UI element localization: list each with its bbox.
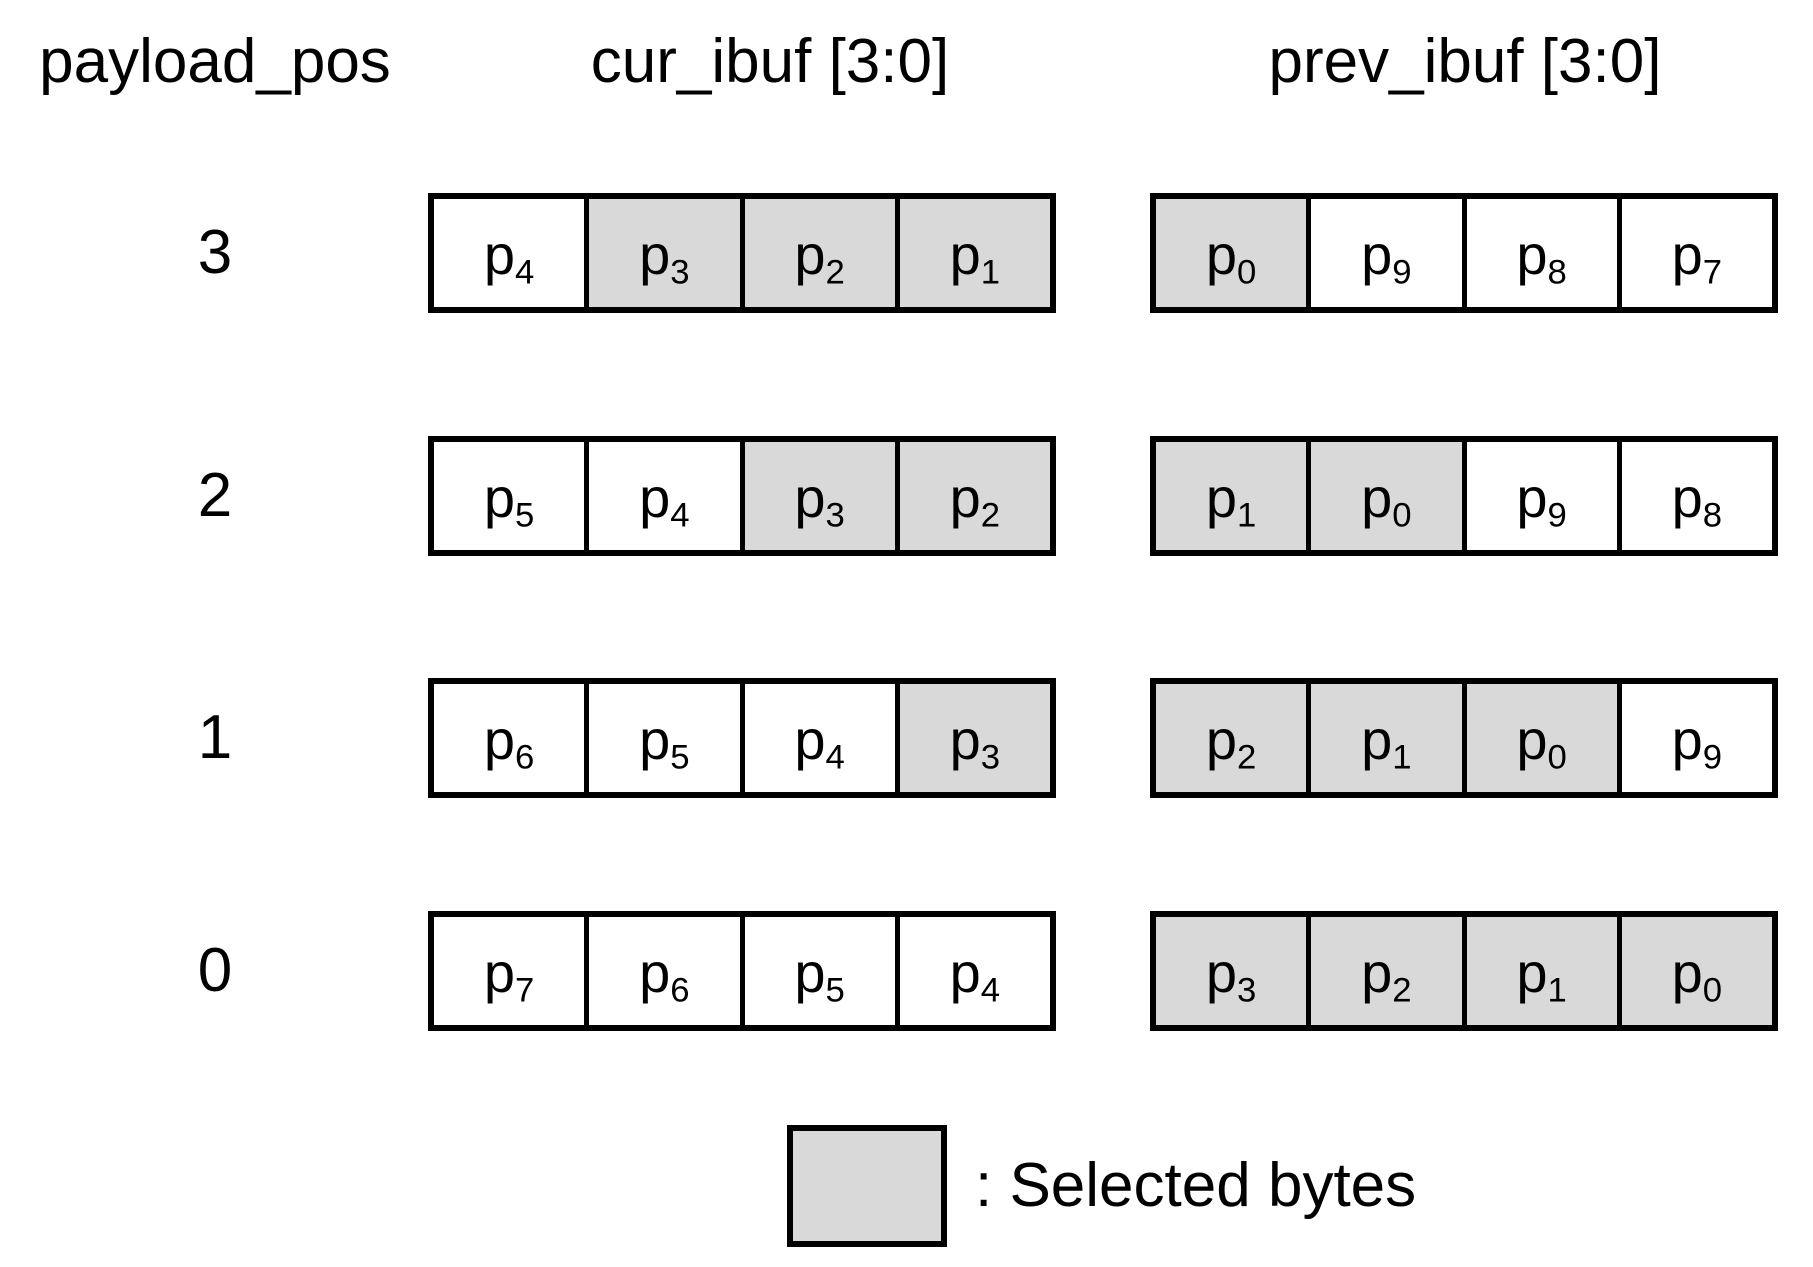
cur-ibuf-buffer: p7 p6 p5 p4 <box>428 911 1056 1031</box>
byte-label: p1 <box>1361 708 1412 777</box>
byte-cell-selected: p3 <box>739 442 895 550</box>
byte-cell-selected: p1 <box>1461 917 1617 1025</box>
buffer-row: 1 p6 p5 p4 p3 p2 p1 p0 p9 <box>0 678 1813 798</box>
prev-ibuf-buffer: p3 p2 p1 p0 <box>1150 911 1778 1031</box>
byte-cell: p4 <box>434 199 585 307</box>
byte-cell-selected: p2 <box>739 199 895 307</box>
byte-cell-selected: p2 <box>1156 684 1307 792</box>
payload-pos-value: 0 <box>197 936 233 1005</box>
byte-label: p6 <box>639 941 690 1010</box>
column-header-prev-ibuf: prev_ibuf [3:0] <box>1268 27 1662 96</box>
byte-label: p2 <box>1361 941 1412 1010</box>
byte-label: p0 <box>1205 223 1257 292</box>
byte-cell: p9 <box>1306 199 1462 307</box>
byte-label: p9 <box>1516 466 1567 535</box>
byte-cell-selected: p2 <box>1306 917 1462 1025</box>
legend-label: : Selected bytes <box>975 1151 1417 1220</box>
byte-label: p4 <box>949 941 1001 1010</box>
payload-pos-value: 2 <box>197 461 233 530</box>
byte-cell: p4 <box>584 442 740 550</box>
prev-ibuf-buffer: p0 p9 p8 p7 <box>1150 193 1778 313</box>
byte-label: p3 <box>1205 941 1257 1010</box>
byte-label: p7 <box>1671 223 1723 292</box>
byte-cell: p8 <box>1461 199 1617 307</box>
buffer-row: 2 p5 p4 p3 p2 p1 p0 p9 p8 <box>0 436 1813 556</box>
column-header-payload-pos: payload_pos <box>39 27 391 96</box>
byte-label: p4 <box>483 223 535 292</box>
byte-cell: p4 <box>894 917 1050 1025</box>
byte-cell-selected: p1 <box>894 199 1050 307</box>
prev-ibuf-buffer: p2 p1 p0 p9 <box>1150 678 1778 798</box>
byte-cell-selected: p0 <box>1156 199 1307 307</box>
byte-cell: p4 <box>739 684 895 792</box>
byte-label: p6 <box>483 708 535 777</box>
byte-cell: p6 <box>434 684 585 792</box>
byte-label: p3 <box>794 466 845 535</box>
byte-label: p2 <box>949 466 1001 535</box>
byte-cell: p8 <box>1616 442 1772 550</box>
byte-label: p5 <box>639 708 690 777</box>
byte-cell: p6 <box>584 917 740 1025</box>
byte-cell-selected: p0 <box>1461 684 1617 792</box>
byte-cell: p5 <box>584 684 740 792</box>
cur-ibuf-buffer: p4 p3 p2 p1 <box>428 193 1056 313</box>
byte-label: p2 <box>1205 708 1257 777</box>
column-header-cur-ibuf: cur_ibuf [3:0] <box>590 27 950 96</box>
byte-label: p1 <box>1516 941 1567 1010</box>
byte-label: p5 <box>483 466 535 535</box>
buffer-row: 3 p4 p3 p2 p1 p0 p9 p8 p7 <box>0 193 1813 313</box>
byte-label: p4 <box>794 708 845 777</box>
byte-cell-selected: p2 <box>894 442 1050 550</box>
byte-label: p7 <box>483 941 535 1010</box>
byte-label: p3 <box>639 223 690 292</box>
byte-label: p0 <box>1516 708 1567 777</box>
byte-cell: p5 <box>739 917 895 1025</box>
byte-cell-selected: p3 <box>584 199 740 307</box>
cur-ibuf-buffer: p5 p4 p3 p2 <box>428 436 1056 556</box>
byte-label: p8 <box>1516 223 1567 292</box>
byte-cell-selected: p0 <box>1306 442 1462 550</box>
byte-cell-selected: p0 <box>1616 917 1772 1025</box>
byte-label: p4 <box>639 466 690 535</box>
byte-label: p9 <box>1671 708 1723 777</box>
byte-cell: p7 <box>434 917 585 1025</box>
byte-label: p0 <box>1361 466 1412 535</box>
byte-cell: p7 <box>1616 199 1772 307</box>
byte-label: p1 <box>949 223 1001 292</box>
byte-cell: p9 <box>1461 442 1617 550</box>
byte-cell-selected: p1 <box>1306 684 1462 792</box>
byte-label: p3 <box>949 708 1001 777</box>
byte-cell: p9 <box>1616 684 1772 792</box>
legend-selected-swatch <box>787 1125 947 1247</box>
cur-ibuf-buffer: p6 p5 p4 p3 <box>428 678 1056 798</box>
byte-label: p5 <box>794 941 845 1010</box>
payload-pos-value: 3 <box>197 218 233 287</box>
byte-label: p1 <box>1205 466 1257 535</box>
byte-label: p2 <box>794 223 845 292</box>
byte-cell-selected: p3 <box>894 684 1050 792</box>
buffer-row: 0 p7 p6 p5 p4 p3 p2 p1 p0 <box>0 911 1813 1031</box>
byte-cell-selected: p3 <box>1156 917 1307 1025</box>
prev-ibuf-buffer: p1 p0 p9 p8 <box>1150 436 1778 556</box>
byte-label: p8 <box>1671 466 1723 535</box>
byte-label: p0 <box>1671 941 1723 1010</box>
byte-cell-selected: p1 <box>1156 442 1307 550</box>
payload-pos-value: 1 <box>197 703 233 772</box>
byte-cell: p5 <box>434 442 585 550</box>
byte-label: p9 <box>1361 223 1412 292</box>
